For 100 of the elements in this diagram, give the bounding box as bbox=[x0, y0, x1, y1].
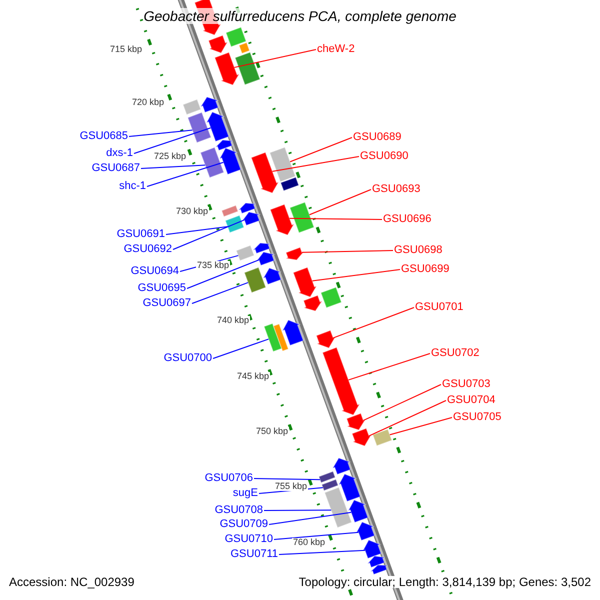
gene-label: GSU0711 bbox=[230, 549, 278, 560]
gene-label: GSU0689 bbox=[353, 132, 402, 143]
gene-feature bbox=[372, 428, 392, 446]
gene-feature bbox=[208, 34, 228, 54]
leader-line bbox=[166, 226, 228, 235]
gene-label: cheW-2 bbox=[317, 44, 355, 55]
gene-label: GSU0691 bbox=[116, 229, 165, 240]
gene-label: GSU0704 bbox=[447, 395, 496, 406]
gene-feature bbox=[269, 146, 296, 182]
gene-feature bbox=[362, 539, 382, 560]
leader-line bbox=[254, 478, 320, 480]
gene-feature bbox=[244, 266, 266, 294]
gene-feature bbox=[370, 564, 388, 576]
gene-feature bbox=[252, 242, 271, 254]
leader-line bbox=[274, 532, 359, 540]
gene-feature bbox=[346, 412, 366, 431]
gene-feature bbox=[351, 428, 372, 447]
leader-line bbox=[192, 282, 249, 304]
scale-label: 730 kbp bbox=[175, 207, 210, 216]
gene-feature bbox=[225, 26, 247, 48]
leader-line bbox=[234, 49, 316, 68]
gene-label: GSU0696 bbox=[383, 214, 432, 225]
gene-feature bbox=[238, 202, 256, 214]
leader-line bbox=[268, 512, 352, 525]
title: Geobacter sulfurreducens PCA, complete genome bbox=[142, 9, 458, 23]
gene-feature bbox=[236, 244, 255, 262]
gene-feature bbox=[338, 473, 361, 502]
gene-feature bbox=[321, 478, 339, 492]
gene-label: GSU0685 bbox=[80, 131, 128, 142]
gene-feature bbox=[262, 267, 282, 286]
gene-feature bbox=[270, 204, 295, 236]
gene-label: GSU0710 bbox=[224, 534, 273, 545]
gene-feature bbox=[347, 499, 369, 524]
leader-line bbox=[278, 550, 366, 555]
gene-label: GSU0693 bbox=[372, 184, 420, 195]
gene-feature bbox=[324, 486, 352, 528]
gene-label: GSU0695 bbox=[138, 283, 186, 294]
scale-label: 720 kbp bbox=[131, 98, 166, 107]
gene-feature bbox=[200, 146, 224, 178]
leader-line bbox=[312, 269, 400, 282]
leader-line bbox=[172, 219, 245, 250]
gene-feature bbox=[215, 139, 233, 152]
scale-label: 715 kbp bbox=[109, 45, 144, 54]
gene-feature bbox=[187, 112, 212, 144]
gene-label: dxs-1 bbox=[106, 148, 133, 159]
gene-label: GSU0692 bbox=[124, 244, 172, 255]
gene-feature bbox=[234, 52, 261, 86]
gene-feature bbox=[256, 251, 276, 266]
gene-label: GSU0694 bbox=[130, 266, 179, 277]
gene-feature bbox=[284, 246, 306, 261]
gene-label: GSU0697 bbox=[142, 298, 191, 309]
leader-line bbox=[301, 250, 394, 253]
leader-line bbox=[348, 353, 430, 380]
leader-line bbox=[272, 156, 360, 172]
gene-feature bbox=[250, 152, 280, 194]
gene-feature bbox=[240, 211, 262, 226]
gene-label: GSU0698 bbox=[394, 245, 442, 256]
gene-feature bbox=[332, 457, 352, 476]
leader-line bbox=[368, 400, 446, 436]
gene-label: GSU0701 bbox=[415, 302, 464, 313]
gene-feature bbox=[218, 147, 242, 176]
gene-feature bbox=[302, 294, 324, 312]
gene-feature bbox=[355, 521, 376, 542]
accession-text: Accession: NC_002939 bbox=[8, 576, 136, 588]
leader-line bbox=[128, 130, 193, 137]
gene-label: GSU0702 bbox=[431, 348, 480, 359]
gene-label: GSU0687 bbox=[92, 163, 140, 174]
gene-feature bbox=[263, 322, 282, 352]
scale-label: 740 kbp bbox=[216, 316, 250, 325]
leader-line bbox=[186, 259, 260, 289]
gene-feature bbox=[367, 555, 386, 568]
gene-feature bbox=[200, 96, 220, 114]
gene-feature bbox=[224, 214, 245, 234]
scale-label: 745 kbp bbox=[236, 372, 270, 381]
leader-line bbox=[389, 417, 452, 436]
scale-label: 735 kbp bbox=[196, 261, 230, 270]
gene-feature bbox=[280, 176, 300, 192]
gene-feature bbox=[320, 286, 342, 308]
leader-line bbox=[146, 162, 224, 187]
leader-line bbox=[289, 218, 382, 220]
gene-feature bbox=[316, 330, 336, 349]
gene-feature bbox=[292, 266, 318, 298]
leader-line bbox=[290, 137, 352, 162]
gene-label: GSU0705 bbox=[453, 412, 502, 423]
leader-line bbox=[264, 510, 332, 511]
scale-label: 755 kbp bbox=[274, 482, 308, 491]
gene-label: sugE bbox=[232, 488, 258, 499]
gene-feature bbox=[282, 319, 304, 346]
leader-line bbox=[140, 164, 206, 169]
genome-info-text: Topology: circular; Length: 3,814,139 bp; Genes: 3,502 bbox=[298, 576, 592, 588]
scale-label: 760 kbp bbox=[292, 538, 326, 547]
leader-line bbox=[134, 127, 212, 154]
gene-label: GSU0700 bbox=[164, 353, 212, 364]
gene-feature bbox=[182, 98, 202, 116]
gene-label: GSU0699 bbox=[401, 264, 450, 275]
gene-feature bbox=[272, 323, 289, 352]
gene-feature bbox=[214, 52, 240, 86]
leader-line bbox=[332, 307, 414, 338]
scale-label: 725 kbp bbox=[153, 152, 188, 161]
leader-line bbox=[362, 384, 442, 421]
